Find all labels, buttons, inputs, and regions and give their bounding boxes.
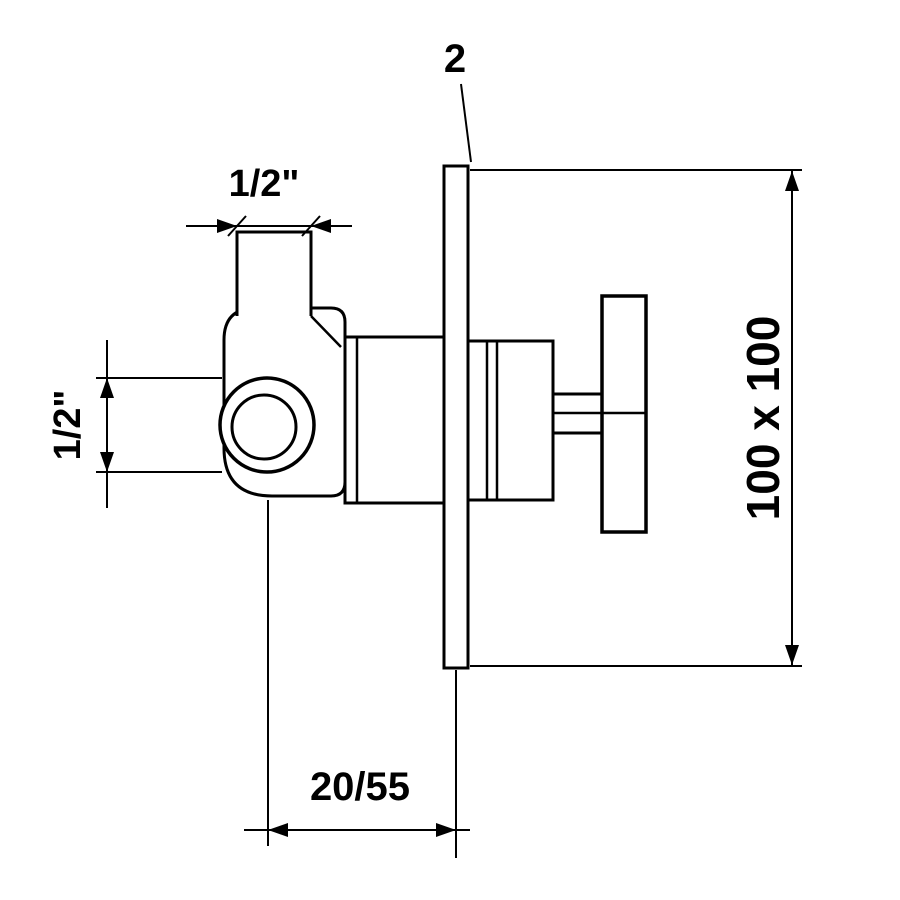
arrowhead-down: [100, 452, 114, 472]
arrowhead-left: [217, 219, 237, 233]
trim-sleeve: [466, 339, 555, 502]
valve-assembly: [218, 164, 648, 670]
top-port-label: 1/2": [229, 163, 300, 205]
top-inlet-port: [235, 230, 313, 316]
dim-side-port: 1/2": [47, 340, 222, 508]
plate-face-label: 100 x 100: [737, 316, 789, 521]
arrowhead-up: [785, 171, 799, 191]
port-chamfer-line: [310, 315, 342, 348]
side-port-bore: [230, 393, 298, 461]
oblique-tick-right: [301, 215, 321, 237]
arrowhead-left: [268, 823, 288, 837]
arrowhead-down: [785, 645, 799, 665]
arrowhead-up: [100, 378, 114, 398]
cartridge-block: [343, 335, 446, 505]
arrowhead-right: [311, 219, 331, 233]
dim-top-port: 1/2": [186, 163, 352, 237]
leader-line: [460, 83, 472, 163]
dim-install-depth: 20/55: [244, 500, 470, 858]
dim-plate-thickness: 2: [444, 37, 472, 163]
oblique-tick-left: [227, 215, 247, 237]
wall-plate: [442, 164, 470, 670]
side-port-label: 1/2": [47, 390, 89, 461]
arrowhead-right: [436, 823, 456, 837]
install-depth-label: 20/55: [310, 765, 410, 809]
plate-thickness-label: 2: [444, 37, 466, 81]
dim-plate-face: 100 x 100: [470, 169, 802, 667]
